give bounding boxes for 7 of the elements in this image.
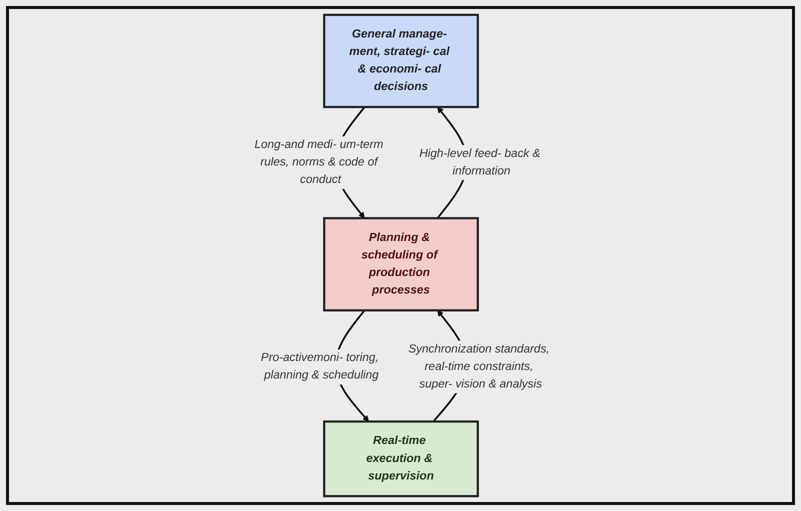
edge-label: High-level feed- back & information	[418, 147, 540, 178]
node-box: General manage- ment, strategi- cal & economi- cal decisions	[322, 14, 478, 108]
node-box: Planning & scheduling of production processes	[322, 217, 478, 312]
edge-label: Pro-activemoni- toring, planning & scheduling	[260, 352, 378, 382]
edge-label: Long-and medi- um-term rules, norms & code of conduct	[254, 138, 383, 186]
edge-label: Synchronization standards, real-time constraints, super- vision & analysis	[408, 342, 550, 390]
node-box: Real-time execution & supervision	[322, 420, 478, 498]
